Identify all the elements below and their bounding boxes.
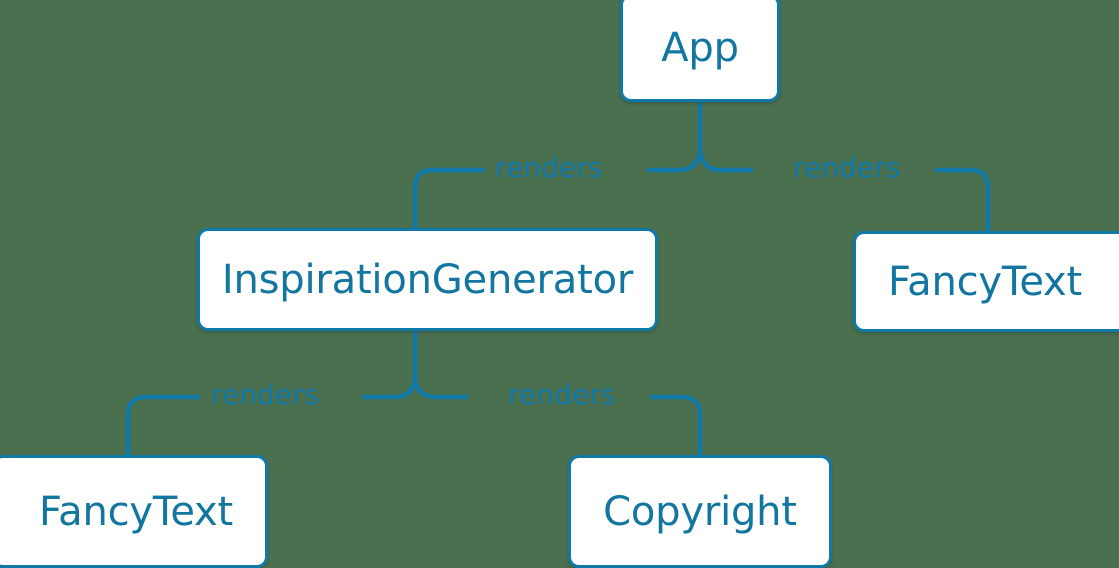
node-fancytext-left-label: FancyText	[39, 488, 233, 535]
edge-inspirationgenerator-to-fancytext-left-a	[362, 379, 418, 400]
node-fancytext-left[interactable]: FancyText	[0, 455, 268, 568]
edge-label-inspirationgenerator-to-fancytext-left: renders	[211, 378, 319, 411]
node-fancytext-right[interactable]: FancyText	[853, 231, 1119, 332]
edge-label-inspirationgenerator-to-copyright: renders	[508, 378, 616, 411]
edge-app-to-fancytext-right-b	[935, 167, 991, 231]
node-app[interactable]: App	[620, 0, 780, 102]
node-app-label: App	[661, 25, 739, 71]
edge-app-to-inspirationgenerator-a	[647, 151, 703, 173]
node-inspirationgenerator[interactable]: InspirationGenerator	[197, 228, 658, 331]
node-fancytext-right-label: FancyText	[888, 258, 1082, 305]
node-copyright-label: Copyright	[603, 488, 797, 535]
edge-label-app-to-inspirationgenerator: renders	[495, 151, 603, 184]
edge-label-app-to-fancytext-right: renders	[793, 151, 901, 184]
edge-app-to-fancytext-right-a	[697, 151, 753, 173]
node-copyright[interactable]: Copyright	[568, 455, 832, 568]
edge-inspirationgenerator-to-fancytext-left-b	[125, 394, 200, 455]
edge-inspirationgenerator-to-copyright-b	[650, 394, 703, 455]
node-inspirationgenerator-label: InspirationGenerator	[221, 256, 634, 303]
edge-inspirationgenerator-to-copyright-a	[412, 379, 468, 400]
edge-app-to-inspirationgenerator-b	[412, 167, 485, 228]
